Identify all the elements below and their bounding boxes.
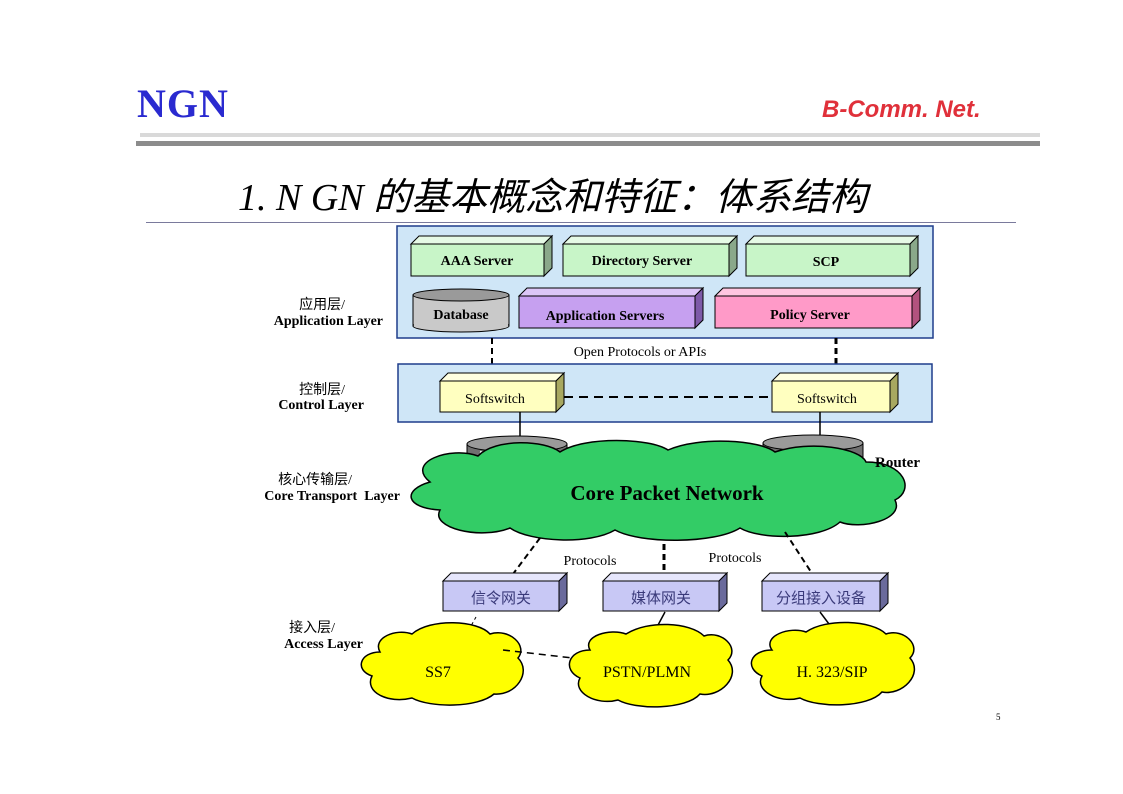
layer-label-application-en: Application Layer bbox=[274, 314, 383, 329]
softswitch-right-box: Softswitch bbox=[770, 371, 900, 414]
core-network-label: Core Packet Network bbox=[570, 481, 764, 505]
packet-access-device-label: 分组接入设备 bbox=[776, 590, 866, 607]
signaling-gateway-box: 信令网关 bbox=[441, 571, 569, 613]
softswitch-right-label: Softswitch bbox=[797, 392, 857, 407]
aaa-server-box: AAA Server bbox=[409, 234, 554, 278]
scp-label: SCP bbox=[813, 255, 840, 270]
media-gateway-box: 媒体网关 bbox=[601, 571, 729, 613]
aaa-server-label: AAA Server bbox=[441, 254, 514, 269]
open-protocols-label: Open Protocols or APIs bbox=[574, 345, 707, 360]
layer-label-application-cn: 应用层/ bbox=[299, 296, 345, 313]
directory-server-box: Directory Server bbox=[561, 234, 739, 278]
policy-server-label: Policy Server bbox=[770, 308, 850, 323]
router-label: Router bbox=[875, 455, 920, 471]
application-servers-label: Application Servers bbox=[546, 309, 665, 324]
database-cylinder: Database bbox=[412, 288, 510, 333]
policy-server-box: Policy Server bbox=[713, 286, 922, 330]
database-label: Database bbox=[433, 308, 488, 323]
tagline: B-Comm. Net. bbox=[822, 96, 981, 123]
brand-title: NGN bbox=[137, 81, 229, 126]
signaling-gateway-label: 信令网关 bbox=[471, 590, 531, 607]
protocols-right-label: Protocols bbox=[709, 551, 762, 566]
layer-label-core-en: Core Transport Layer bbox=[264, 489, 400, 504]
core-packet-network-cloud: Core Packet Network bbox=[410, 439, 906, 541]
header-divider-thin bbox=[140, 133, 1040, 137]
media-gateway-label: 媒体网关 bbox=[631, 590, 691, 607]
pstn-plmn-label: PSTN/PLMN bbox=[603, 664, 691, 681]
h323-sip-label: H. 323/SIP bbox=[796, 664, 867, 681]
page-number: 5 bbox=[996, 712, 1001, 722]
protocols-left-label: Protocols bbox=[564, 554, 617, 569]
layer-labels: 应用层/ Application Layer 控制层/ Control Laye… bbox=[264, 296, 400, 652]
layer-label-access-en: Access Layer bbox=[284, 637, 363, 652]
pstn-plmn-cloud: PSTN/PLMN bbox=[568, 623, 734, 708]
directory-server-label: Directory Server bbox=[592, 254, 692, 269]
softswitch-left-box: Softswitch bbox=[438, 371, 566, 414]
ss7-cloud: SS7 bbox=[360, 622, 524, 706]
link-core-access-device bbox=[784, 531, 816, 579]
layer-label-control-en: Control Layer bbox=[278, 398, 364, 413]
ss7-label: SS7 bbox=[425, 664, 451, 681]
header-divider-thick bbox=[136, 141, 1040, 146]
application-servers-box: Application Servers bbox=[517, 286, 705, 330]
slide-title: 1. N GN 的基本概念和特征：体系结构 bbox=[238, 177, 868, 219]
layer-label-core-cn: 核心传输层/ bbox=[278, 472, 352, 488]
scp-box: SCP bbox=[744, 234, 920, 278]
h323-sip-cloud: H. 323/SIP bbox=[750, 621, 916, 706]
ngn-architecture-diagram: 应用层/ Application Layer 控制层/ Control Laye… bbox=[264, 225, 1001, 722]
link-core-signaling-gw bbox=[509, 537, 541, 579]
softswitch-left-label: Softswitch bbox=[465, 392, 525, 407]
layer-label-control-cn: 控制层/ bbox=[299, 382, 345, 398]
title-underline bbox=[146, 222, 1016, 223]
packet-access-device-box: 分组接入设备 bbox=[760, 571, 890, 613]
layer-label-access-cn: 接入层/ bbox=[289, 619, 335, 636]
